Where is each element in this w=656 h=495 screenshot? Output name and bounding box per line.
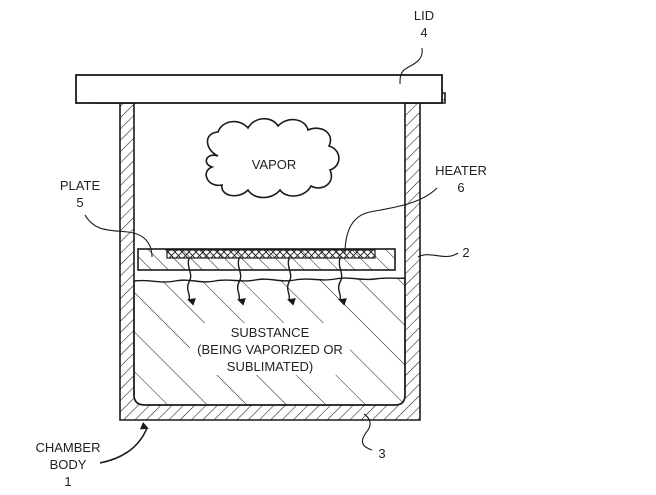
floor-3-leader	[361, 413, 373, 451]
heat-arrow	[337, 257, 347, 306]
heat-arrow	[286, 257, 296, 306]
wall-ref-2: 2	[462, 245, 469, 260]
lid	[75, 74, 443, 104]
lid-ref: 4	[420, 25, 427, 40]
vapor-label: VAPOR	[252, 157, 297, 172]
wall-2-leader	[417, 252, 459, 258]
substance-label-line1: SUBSTANCE	[231, 325, 310, 340]
heat-arrow	[236, 257, 246, 306]
plate-leader	[84, 214, 153, 258]
heater-label: HEATER	[435, 163, 487, 178]
substance-label-line3: SUBLIMATED)	[227, 359, 313, 374]
lid-leader	[399, 47, 423, 85]
floor-ref-3: 3	[378, 446, 385, 461]
chamber-body-label-line1: CHAMBER	[35, 440, 100, 455]
leader-lines	[84, 47, 459, 464]
heater	[166, 249, 376, 259]
substance-label-line2: (BEING VAPORIZED OR	[197, 342, 343, 357]
chamber-body-label-line2: BODY	[50, 457, 87, 472]
lid-label: LID	[414, 8, 434, 23]
heat-arrows	[186, 257, 347, 306]
chamber-body-ref: 1	[64, 474, 71, 489]
plate-ref: 5	[76, 195, 83, 210]
substance-label-bg	[190, 323, 350, 375]
vapor-cloud	[205, 117, 340, 199]
heater-leader	[344, 187, 438, 255]
plate-label: PLATE	[60, 178, 101, 193]
heater-ref: 6	[457, 180, 464, 195]
heat-arrow	[186, 257, 196, 306]
chamber-body-leader	[99, 422, 149, 464]
